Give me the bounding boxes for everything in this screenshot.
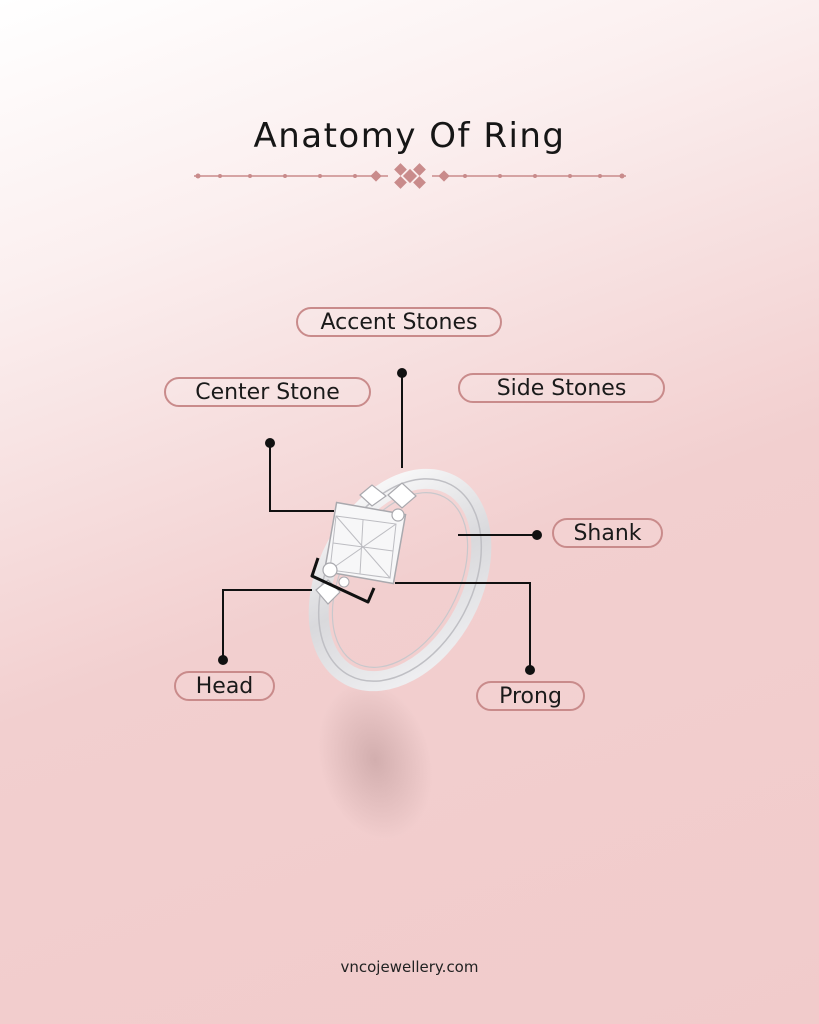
dot-accent-stones: [397, 368, 407, 378]
label-side-stones: Side Stones: [458, 373, 665, 403]
label-shank: Shank: [552, 518, 663, 548]
leader-center-stone: [269, 443, 334, 512]
label-center-stone: Center Stone: [164, 377, 371, 407]
label-accent-stones: Accent Stones: [296, 307, 502, 337]
ornamental-divider: [194, 163, 626, 189]
leader-head: [222, 589, 312, 660]
dot-head: [218, 655, 228, 665]
head-bracket: [310, 557, 376, 604]
dot-prong: [525, 665, 535, 675]
dot-shank: [532, 530, 542, 540]
leader-prong: [395, 582, 531, 670]
dot-center-stone: [265, 438, 275, 448]
page-title: Anatomy Of Ring: [253, 116, 566, 156]
ring-shadow: [317, 681, 433, 839]
label-head: Head: [174, 671, 275, 701]
label-prong: Prong: [476, 681, 585, 711]
website-footer: vncojewellery.com: [340, 958, 479, 976]
